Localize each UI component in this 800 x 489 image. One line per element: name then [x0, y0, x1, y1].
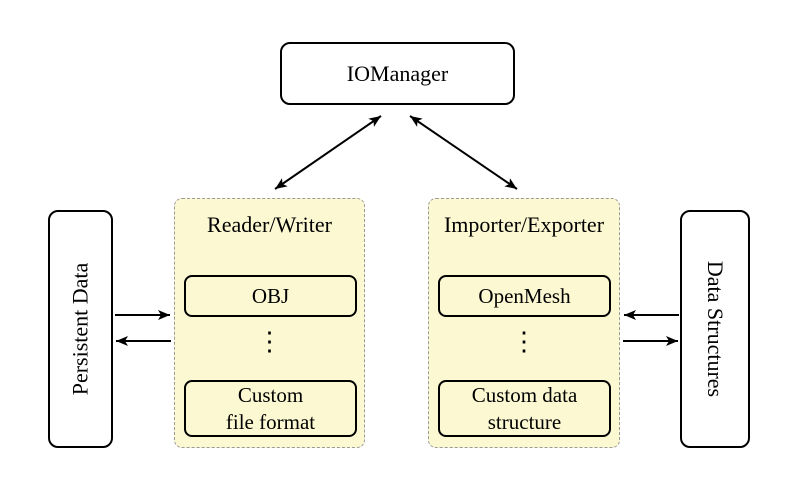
node-obj-label: OBJ	[251, 283, 290, 308]
node-custom-data-structure-line1: Custom data	[471, 383, 578, 408]
ellipsis-importer-exporter: ⋮	[511, 327, 537, 356]
node-data-structures: Data Structures	[680, 210, 750, 448]
node-custom-data-structure: Custom data structure	[438, 380, 611, 437]
group-importer-exporter-title: Importer/Exporter	[443, 212, 605, 237]
node-persistent-data-label: Persistent Data	[67, 262, 93, 396]
node-data-structures-label: Data Structures	[703, 260, 729, 398]
ellipsis-reader-writer: ⋮	[256, 327, 283, 356]
node-persistent-data: Persistent Data	[48, 210, 113, 448]
node-custom-file-format-line2: file format	[225, 409, 316, 434]
arrow-iomanager-readerwriter	[274, 115, 382, 190]
node-iomanager: IOManager	[280, 42, 515, 105]
group-importer-exporter: Importer/Exporter OpenMesh ⋮ Custom data…	[428, 198, 620, 448]
node-custom-file-format: Custom file format	[184, 380, 357, 437]
node-openmesh-label: OpenMesh	[478, 283, 571, 308]
group-reader-writer-title: Reader/Writer	[207, 212, 332, 237]
node-openmesh: OpenMesh	[438, 275, 611, 317]
node-custom-data-structure-line2: structure	[487, 409, 562, 434]
node-custom-file-format-line1: Custom	[237, 383, 304, 408]
group-reader-writer: Reader/Writer OBJ ⋮ Custom file format	[174, 198, 365, 448]
node-iomanager-label: IOManager	[346, 60, 449, 86]
node-obj: OBJ	[184, 275, 357, 317]
arrow-iomanager-importerexporter	[409, 115, 518, 190]
